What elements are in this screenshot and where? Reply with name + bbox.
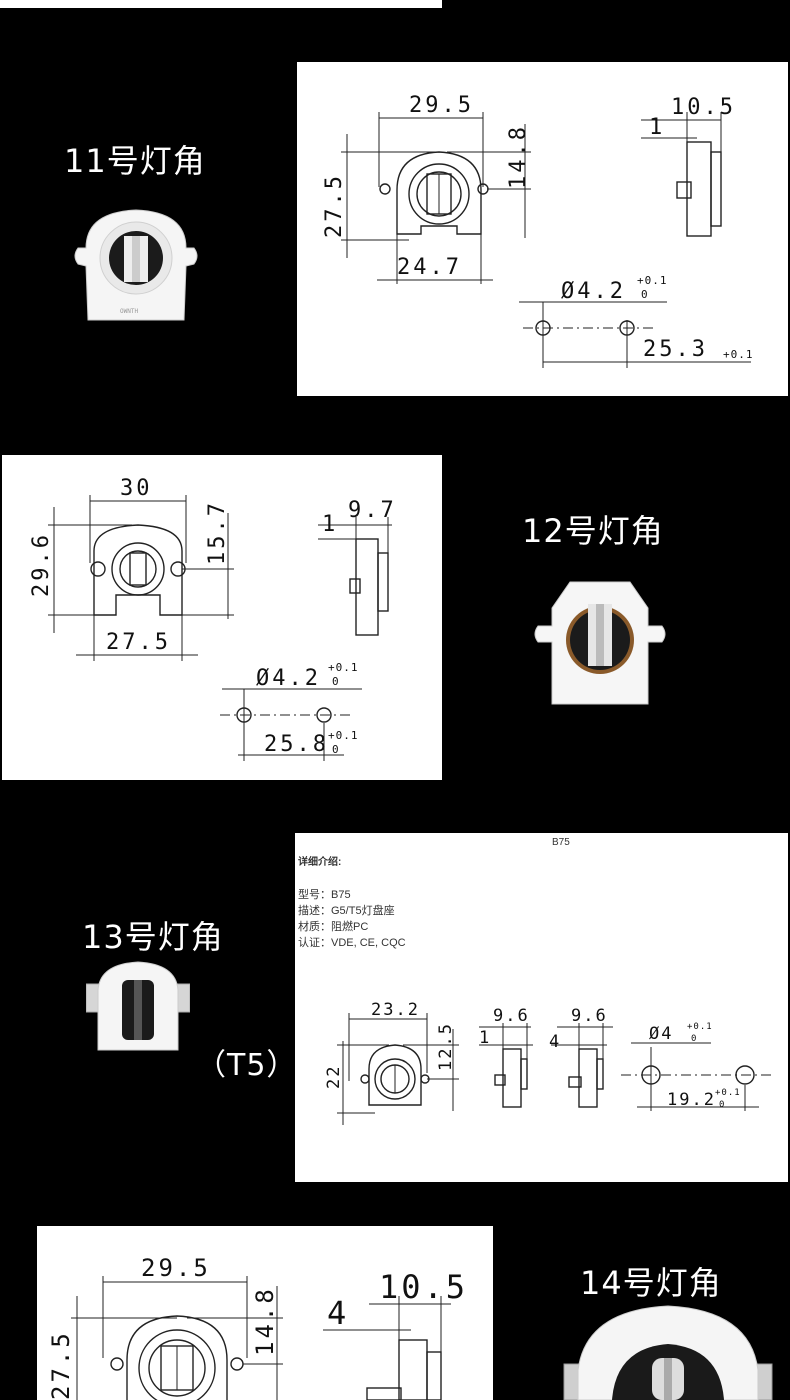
- dim-pin-dia: Ø4.2: [561, 279, 626, 304]
- dim-tab-b: 4: [549, 1032, 561, 1052]
- dim-width: 29.5: [409, 93, 474, 118]
- spacing-tol: +0.1: [723, 348, 754, 361]
- top-strip: [0, 0, 442, 8]
- holder-12-photo: [534, 581, 666, 705]
- dim-base: 24.7: [397, 255, 462, 280]
- dim-width: 30: [120, 476, 153, 501]
- dim-upper: 14.8: [506, 124, 531, 189]
- dim-upper: 15.7: [205, 500, 230, 565]
- dim-depth: 10.5: [379, 1268, 468, 1306]
- dim-depth: 10.5: [671, 95, 736, 120]
- dim-pin-spacing: 25.3: [643, 337, 708, 362]
- holder-14-title: 14号灯角: [580, 1264, 722, 1302]
- tol-zero: 0: [332, 675, 340, 688]
- dim-pin-dia: Ø4.2: [256, 666, 321, 691]
- dim-pin-spacing: 19.2: [667, 1090, 716, 1110]
- spacing-tol-zero: 0: [719, 1100, 725, 1110]
- dim-depth-a: 9.6: [493, 1006, 530, 1026]
- dim-upper: 14.8: [251, 1286, 279, 1356]
- tol-zero: 0: [641, 288, 649, 301]
- holder-12-title: 12号灯角: [522, 512, 664, 550]
- spec-intro: 详细介绍:: [298, 857, 342, 868]
- dim-width: 29.5: [141, 1254, 211, 1282]
- dim-tab: 1: [322, 512, 338, 537]
- spec-model: 型号：B75: [298, 889, 351, 901]
- dim-height: 27.5: [322, 173, 347, 238]
- tol-plus: +0.1: [637, 274, 668, 287]
- drawing-12: 30 29.6 15.7 27.5 9.7 1 Ø4.2 +0.1 0 25.: [2, 455, 442, 780]
- spec-header: B75: [552, 837, 570, 848]
- tol-plus: +0.1: [328, 661, 359, 674]
- holder-11-photo: OWNTH: [74, 209, 198, 321]
- spec-cert: 认证：VDE, CE, CQC: [298, 937, 406, 949]
- dim-base: 27.5: [106, 630, 171, 655]
- spacing-tol-plus: +0.1: [328, 729, 359, 742]
- holder-14-photo: [563, 1305, 773, 1400]
- tol-plus: +0.1: [687, 1022, 713, 1032]
- dim-height: 27.5: [47, 1330, 75, 1400]
- tol-zero: 0: [691, 1034, 697, 1044]
- dim-pin-dia: Ø4: [649, 1024, 673, 1044]
- holder-11-title: 11号灯角: [64, 142, 206, 180]
- dim-width: 23.2: [371, 1000, 420, 1020]
- holder-13-note: （T5）: [196, 1048, 298, 1083]
- holder-13-title: 13号灯角: [82, 918, 224, 956]
- dim-tab: 4: [327, 1294, 349, 1332]
- holder-13-photo: [86, 961, 190, 1051]
- spec-desc: 描述：G5/T5灯盘座: [298, 905, 395, 917]
- drawing-11: 29.5 27.5 14.8 24.7 10.5 1 Ø4.2 +0.1 0: [297, 62, 788, 396]
- dim-pin-spacing: 25.8: [264, 732, 329, 757]
- drawing-13: B75 详细介绍: 型号：B75 描述：G5/T5灯盘座 材质：阻燃PC 认证：…: [295, 833, 788, 1182]
- dim-tab: 1: [649, 115, 665, 140]
- drawing-14: 29.5 27.5 14.8 10.5 4: [37, 1226, 493, 1400]
- dim-depth: 9.7: [348, 498, 397, 523]
- dim-tab-a: 1: [479, 1028, 491, 1048]
- spec-material: 材质：阻燃PC: [298, 921, 369, 933]
- dim-depth-b: 9.6: [571, 1006, 608, 1026]
- dim-upper: 12.5: [436, 1022, 456, 1071]
- svg-text:OWNTH: OWNTH: [120, 308, 138, 315]
- dim-height: 29.6: [29, 532, 54, 597]
- dim-height: 22: [324, 1065, 344, 1089]
- spacing-tol-plus: +0.1: [715, 1088, 741, 1098]
- spacing-tol-zero: 0: [332, 743, 340, 756]
